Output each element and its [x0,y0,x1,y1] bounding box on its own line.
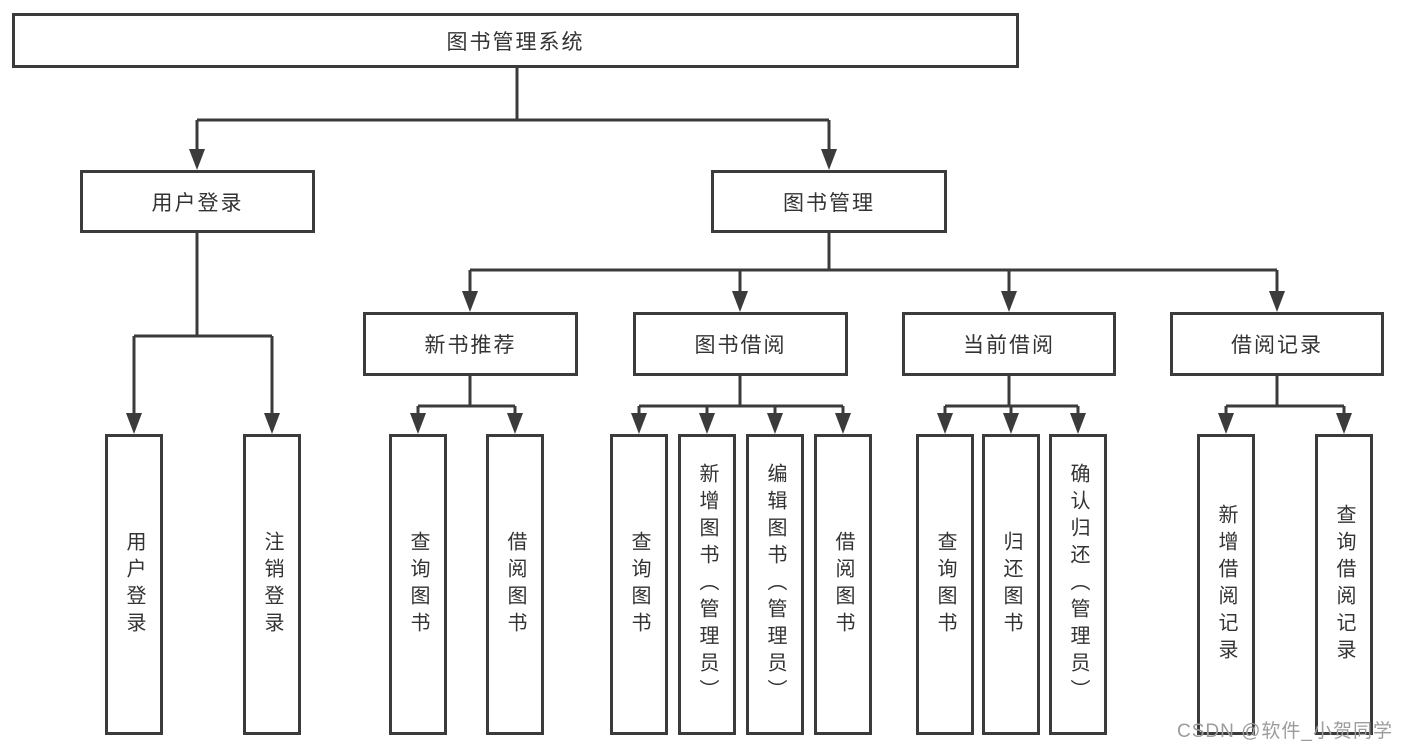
arrowhead-bor-leaf-3 [835,413,851,434]
leaf-borrow-books-recommend: 借阅图书 [486,434,544,735]
leaf-query-books-recommend: 查询图书 [389,434,447,735]
node-root-system: 图书管理系统 [12,13,1019,68]
leaf-label: 新增图书（管理员） [696,463,718,706]
node-current-borrow: 当前借阅 [902,312,1116,376]
connector-current-to-leaves [943,376,1080,416]
leaf-add-borrow-record: 新增借阅记录 [1197,434,1255,735]
leaf-query-books-borrow: 查询图书 [610,434,668,735]
leaf-query-borrow-record: 查询借阅记录 [1315,434,1373,735]
arrowhead-rec-leaf-0 [410,413,426,434]
leaf-query-books-current: 查询图书 [916,434,974,735]
leaf-add-books-admin: 新增图书（管理员） [678,434,736,735]
leaf-label: 借阅图书 [504,530,526,639]
connector-userlogin-to-leaves [132,233,274,416]
arrowhead-book-mgmt [821,149,837,170]
connector-recommend-to-leaves [416,376,517,416]
node-label: 图书管理 [783,191,875,215]
arrowhead-user-login [189,149,205,170]
leaf-label: 查询图书 [628,530,650,639]
arrowhead-cur-leaf-1 [1003,413,1019,434]
node-label: 当前借阅 [963,334,1055,357]
leaf-label: 注销登录 [261,530,283,639]
arrowhead-bor-leaf-0 [631,413,647,434]
connector-borrow-to-leaves [637,376,845,416]
arrowhead-recd-leaf-0 [1218,413,1234,434]
arrowhead-recd-leaf-1 [1336,413,1352,434]
node-label: 图书借阅 [694,334,787,357]
leaf-borrow-books: 借阅图书 [814,434,872,735]
arrowhead-user-leaf-1 [264,413,280,434]
leaf-label: 查询图书 [934,530,956,639]
leaf-return-books: 归还图书 [982,434,1040,735]
arrowhead-borrow [732,291,748,312]
node-label: 新书推荐 [424,334,517,357]
arrowhead-recommend [462,291,478,312]
leaf-user-login: 用户登录 [105,434,163,735]
connector-records-to-leaves [1224,376,1346,416]
node-label: 用户登录 [151,191,244,215]
csdn-watermark: CSDN @软件_小贺同学 [1177,721,1393,742]
arrowhead-bor-leaf-2 [767,413,783,434]
leaf-label: 借阅图书 [832,530,854,639]
arrowhead-cur-leaf-0 [937,413,953,434]
leaf-label: 新增借阅记录 [1215,503,1237,666]
leaf-logout: 注销登录 [243,434,301,735]
leaf-label: 查询借阅记录 [1333,503,1355,666]
arrowhead-user-leaf-0 [126,413,142,434]
node-label: 借阅记录 [1231,334,1323,357]
arrowhead-rec-leaf-1 [507,413,523,434]
arrowhead-current [1001,291,1017,312]
leaf-label: 用户登录 [123,530,145,639]
node-user-login-branch: 用户登录 [80,170,315,233]
leaf-label: 查询图书 [407,530,429,639]
connector-mgmt-to-level3 [468,233,1279,294]
node-new-book-recommend: 新书推荐 [363,312,578,376]
node-book-management-branch: 图书管理 [711,170,947,233]
arrowhead-records [1269,291,1285,312]
connector-root-to-level2 [195,68,831,152]
arrowhead-cur-leaf-2 [1070,413,1086,434]
arrowhead-bor-leaf-1 [699,413,715,434]
node-borrow-records: 借阅记录 [1170,312,1384,376]
leaf-label: 确认归还（管理员） [1067,463,1089,706]
node-book-borrow: 图书借阅 [633,312,848,376]
leaf-label: 归还图书 [1000,530,1022,639]
leaf-label: 编辑图书（管理员） [764,463,786,706]
leaf-confirm-return-admin: 确认归还（管理员） [1049,434,1107,735]
leaf-edit-books-admin: 编辑图书（管理员） [746,434,804,735]
node-label: 图书管理系统 [446,30,585,54]
